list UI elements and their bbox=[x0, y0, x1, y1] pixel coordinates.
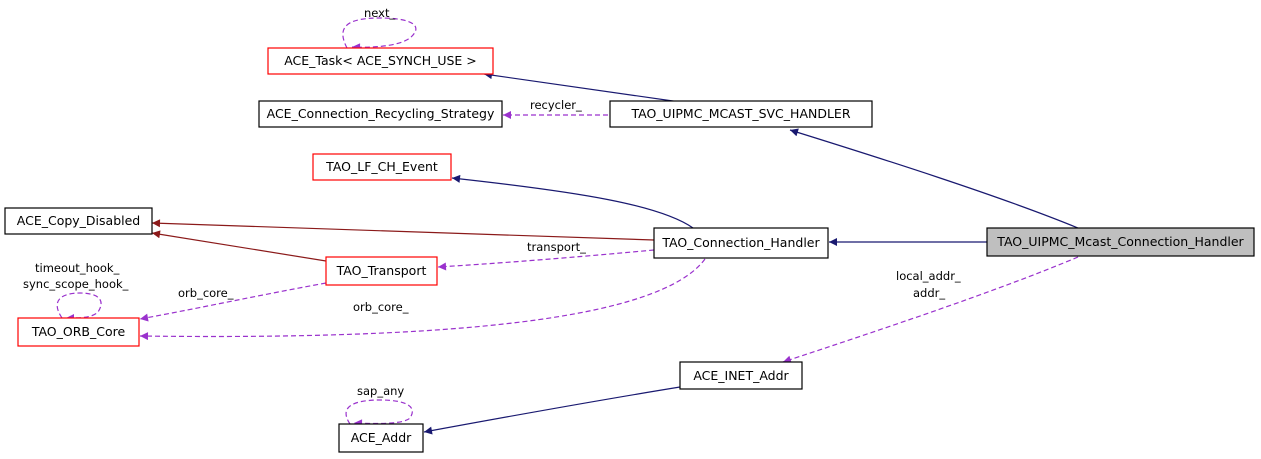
node-tao-connection-handler[interactable]: TAO_Connection_Handler bbox=[653, 227, 829, 259]
edge-label-transport: transport_ bbox=[527, 240, 586, 254]
node-ace-copy-disabled[interactable]: ACE_Copy_Disabled bbox=[4, 207, 153, 235]
edge-transport-to-copy-disabled bbox=[151, 230, 327, 262]
edge-connection-handler-to-copy-disabled bbox=[151, 219, 655, 241]
edge-svc-handler-to-ace-task bbox=[483, 71, 681, 103]
edge-orb-core-hooks-self bbox=[56, 292, 102, 322]
node-label-tao-lf-ch-event: TAO_LF_CH_Event bbox=[325, 159, 438, 174]
node-ace-connection-recycling-strategy[interactable]: ACE_Connection_Recycling_Strategy bbox=[258, 100, 503, 128]
edge-label-recycler: recycler_ bbox=[530, 98, 582, 112]
edge-ace-task-next-self bbox=[342, 17, 417, 52]
edge-label-orb-core-transport: orb_core_ bbox=[178, 286, 234, 300]
node-label-tao-orb-core: TAO_ORB_Core bbox=[31, 324, 126, 339]
node-label-ace-connection-recycling-strategy: ACE_Connection_Recycling_Strategy bbox=[267, 106, 495, 121]
edge-label-timeout-hook: timeout_hook_ bbox=[35, 261, 120, 275]
node-label-ace-task: ACE_Task< ACE_SYNCH_USE > bbox=[284, 53, 477, 68]
edge-label-local-addr: local_addr_ bbox=[896, 269, 961, 283]
edge-connection-handler-orb-core bbox=[139, 258, 706, 341]
node-label-tao-uipmc-mcast-svc-handler: TAO_UIPMC_MCAST_SVC_HANDLER bbox=[630, 106, 850, 121]
edge-inet-addr-to-ace-addr bbox=[423, 386, 681, 435]
node-tao-uipmc-mcast-svc-handler[interactable]: TAO_UIPMC_MCAST_SVC_HANDLER bbox=[609, 100, 873, 128]
node-label-tao-connection-handler: TAO_Connection_Handler bbox=[661, 235, 820, 250]
edge-connection-handler-to-lf-ch-event bbox=[451, 174, 694, 229]
node-ace-task[interactable]: ACE_Task< ACE_SYNCH_USE > bbox=[267, 47, 494, 75]
edge-label-orb-core-handler: orb_core_ bbox=[353, 300, 409, 314]
node-ace-addr[interactable]: ACE_Addr bbox=[338, 423, 424, 453]
edge-connection-handler-transport bbox=[437, 249, 655, 271]
edge-label-sap-any: sap_any bbox=[357, 384, 404, 398]
edge-mcast-handler-to-svc-handler bbox=[789, 128, 1079, 229]
node-tao-lf-ch-event[interactable]: TAO_LF_CH_Event bbox=[312, 153, 452, 181]
node-label-tao-uipmc-mcast-connection-handler: TAO_UIPMC_Mcast_Connection_Handler bbox=[996, 234, 1244, 249]
node-label-ace-addr: ACE_Addr bbox=[351, 430, 412, 445]
node-ace-inet-addr[interactable]: ACE_INET_Addr bbox=[679, 361, 803, 390]
node-tao-uipmc-mcast-connection-handler[interactable]: TAO_UIPMC_Mcast_Connection_Handler bbox=[986, 227, 1255, 257]
edge-transport-orb-core bbox=[139, 282, 327, 322]
edge-mcast-handler-addr bbox=[782, 256, 1079, 364]
node-label-ace-inet-addr: ACE_INET_Addr bbox=[693, 368, 789, 383]
node-tao-orb-core[interactable]: TAO_ORB_Core bbox=[17, 317, 140, 347]
edge-label-next: next_ bbox=[364, 6, 395, 20]
node-tao-transport[interactable]: TAO_Transport bbox=[325, 256, 438, 286]
edge-ace-addr-sap-any-self bbox=[345, 399, 413, 428]
node-label-ace-copy-disabled: ACE_Copy_Disabled bbox=[17, 213, 140, 228]
edge-label-sync-scope-hook: sync_scope_hook_ bbox=[23, 277, 129, 291]
edge-label-addr: addr_ bbox=[913, 286, 945, 300]
node-label-tao-transport: TAO_Transport bbox=[336, 263, 427, 278]
